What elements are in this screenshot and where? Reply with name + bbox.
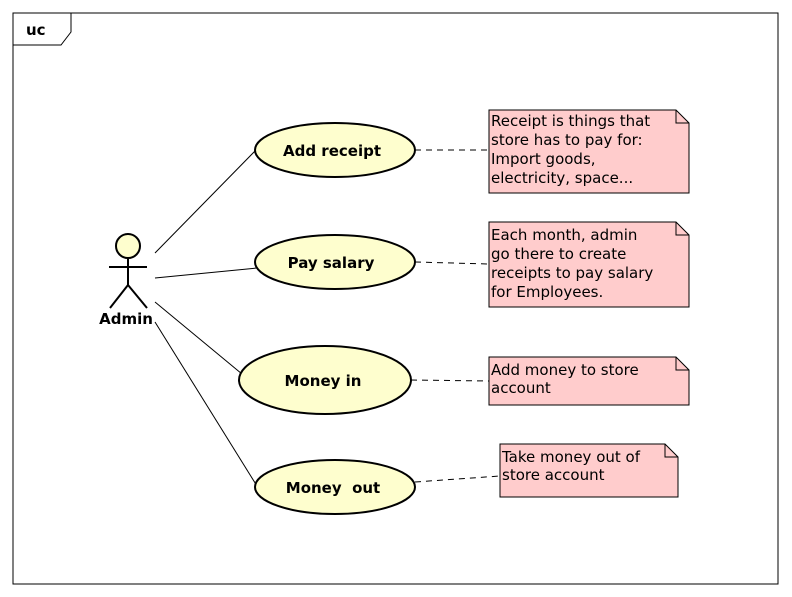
note-body [488,109,690,194]
note-connector-pay-salary [414,261,490,265]
note-connector-money-in [410,379,490,382]
association-money-out [154,321,258,487]
note-line: go there to create [491,245,626,263]
note-body [488,356,690,406]
use-case-ellipse [254,459,416,515]
note-line: Each month, admin [491,226,637,244]
note-money-in: Add money to store account [488,356,690,406]
actor-admin[interactable]: Admin [99,233,153,328]
note-line: Receipt is things that [491,112,650,130]
use-case-ellipse [238,345,412,415]
use-case-label: Money in [285,372,362,390]
use-case-label: Add receipt [283,142,381,160]
use-case-label: Pay salary [288,254,375,272]
note-money-out: Take money out of store account [499,443,679,498]
note-add-receipt: Receipt is things that store has to pay … [488,109,690,194]
associations [154,149,258,487]
note-line: store account [502,466,605,484]
note-line: store has to pay for: [491,131,643,149]
note-connector-money-out [414,475,501,483]
frame-label: uc [26,21,46,39]
use-case-pay-salary[interactable]: Pay salary [254,234,416,290]
actor-right-leg [127,284,148,309]
note-fold [664,444,678,458]
note-body [488,221,690,308]
note-text: Add money to store account [491,361,644,397]
use-case-ellipse [254,234,416,290]
note-line: electricity, space... [491,169,633,187]
note-line: Import goods, [491,150,596,168]
note-line: receipts to pay salary [491,264,653,282]
uc-frame: uc [12,12,779,585]
note-line: Take money out of [501,448,641,466]
association-pay-salary [154,267,258,279]
association-money-in [154,301,243,375]
note-fold [675,110,689,124]
note-pay-salary: Each month, admin go there to create rec… [488,221,690,308]
use-case-label: Money out [286,479,380,497]
use-case-ellipse [254,122,416,178]
actor-left-leg [109,284,129,309]
use-case-money-in[interactable]: Money in [238,345,412,415]
actor-name: Admin [99,310,153,328]
note-line: for Employees. [491,283,603,301]
frame-tab [13,12,72,46]
note-text: Receipt is things that store has to pay … [491,112,655,187]
association-add-receipt [154,149,257,254]
use-case-money-out[interactable]: Money out [254,459,416,515]
frame-border [12,12,779,585]
use-case-add-receipt[interactable]: Add receipt [254,122,416,178]
note-text: Each month, admin go there to create rec… [491,226,658,301]
note-line: account [491,379,551,397]
note-fold [675,357,689,371]
note-connectors [410,149,501,483]
note-line: Add money to store [491,361,639,379]
note-text: Take money out of store account [501,448,645,484]
note-fold [675,222,689,236]
note-body [499,443,679,498]
actor-head [115,233,141,259]
